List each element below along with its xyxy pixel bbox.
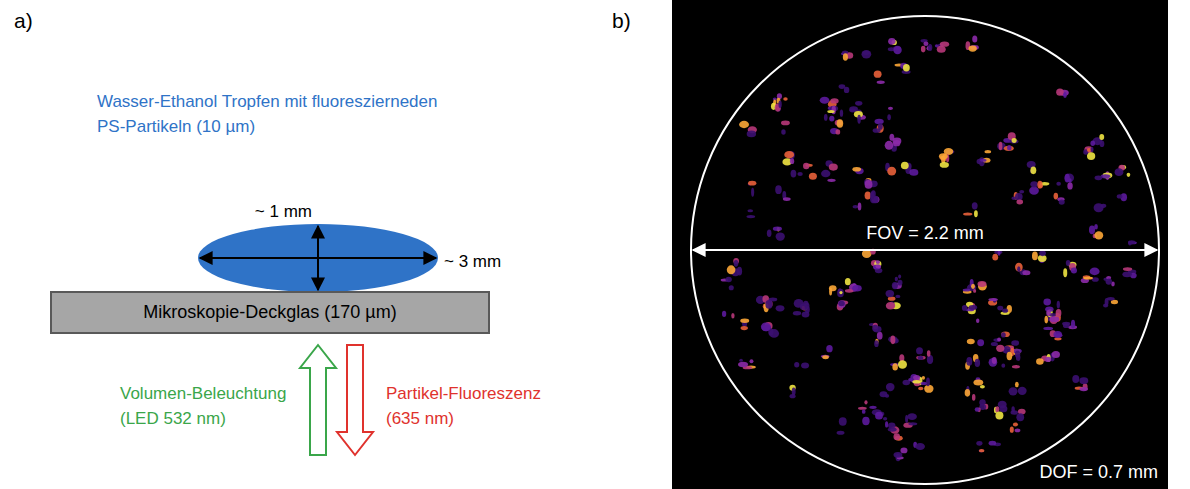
particle-cloud (721, 35, 1137, 461)
width-arrow (200, 257, 436, 259)
droplet-caption: Wasser-Ethanol Tropfen mit fluoreszierne… (97, 90, 465, 139)
fluorescence-arrow (337, 345, 373, 455)
box-label: Mikroskopie-Deckglas (170 µm) (143, 302, 396, 323)
measurement-label: DOF = 0.7 mm (1039, 462, 1158, 483)
image-panel: FOV = 2.2 mm DOF = 0.7 mm (672, 0, 1168, 489)
illumination-label: Volumen-Beleuchtung (LED 532 nm) (120, 382, 302, 431)
fov-arrow (693, 249, 1157, 251)
dimension-label: ~ 3 mm (444, 250, 534, 275)
fluorescence-label: Partikel-Fluoreszenz (635 nm) (386, 382, 568, 431)
measurement-label: FOV = 2.2 mm (866, 223, 984, 244)
droplet (198, 224, 438, 292)
illumination-arrow (300, 345, 336, 455)
fluorescence-image (672, 0, 1168, 489)
coverslip-box: Mikroskopie-Deckglas (170 µm) (50, 291, 490, 334)
field-of-view-circle (691, 16, 1159, 484)
panel-letter: b) (612, 6, 652, 36)
panel-letter: a) (14, 6, 54, 36)
dimension-label: ~ 1 mm (255, 200, 312, 225)
